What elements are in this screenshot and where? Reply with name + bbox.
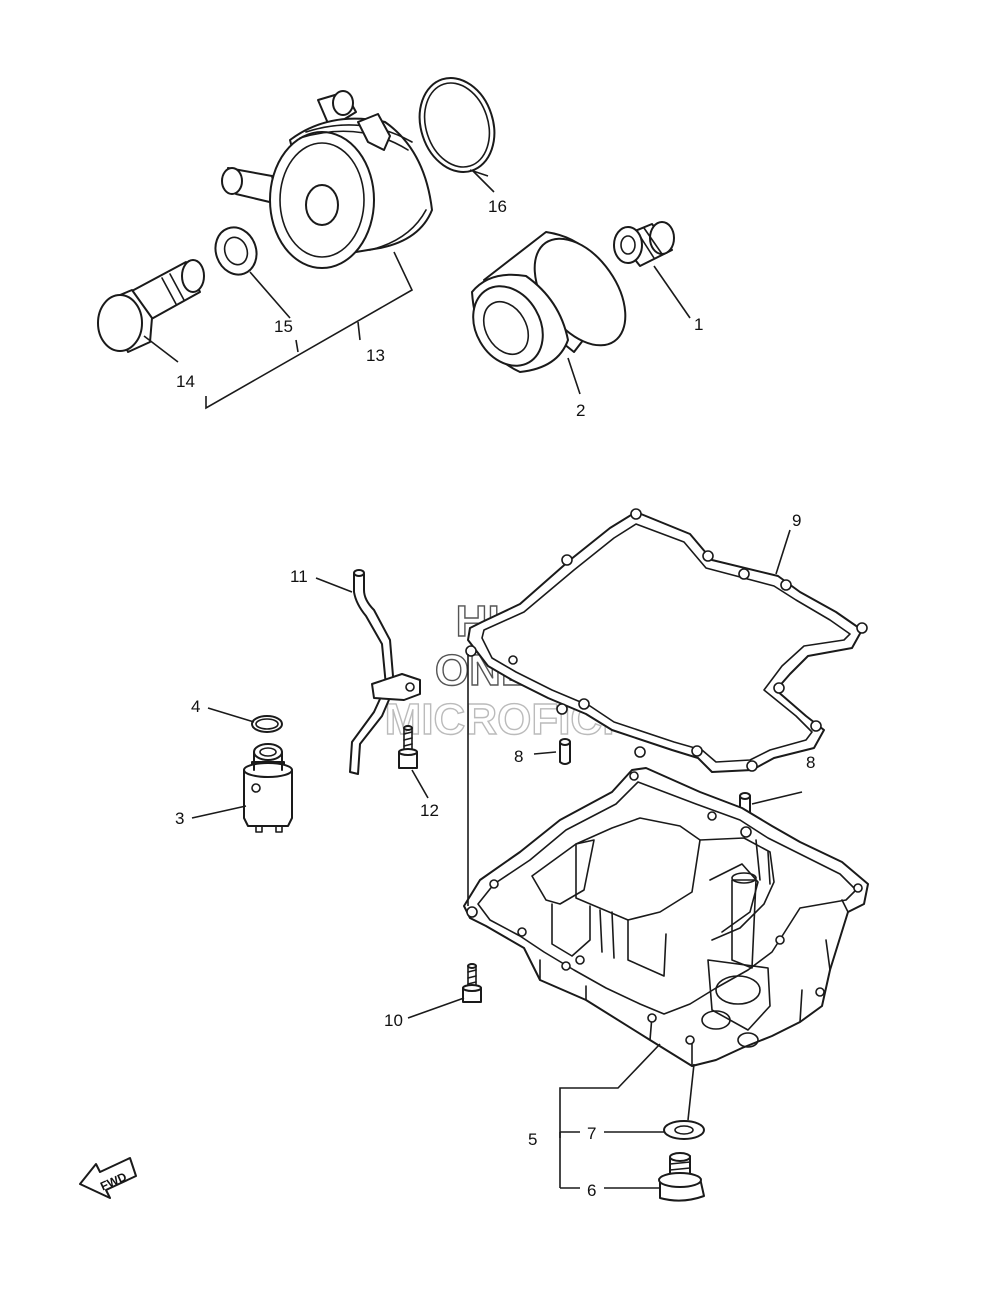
callout-1: 1 xyxy=(694,315,703,334)
leader-lines xyxy=(143,169,803,1189)
union-bolt-1[interactable] xyxy=(613,221,675,267)
callout-12: 12 xyxy=(420,801,439,820)
o-ring-4[interactable] xyxy=(251,715,283,733)
oil-pan xyxy=(463,767,869,1067)
gasket-washer-7[interactable] xyxy=(663,1120,705,1140)
washer-15[interactable] xyxy=(209,222,263,281)
callout-11: 11 xyxy=(290,567,308,586)
callout-13: 13 xyxy=(366,346,385,365)
callout-5: 5 xyxy=(528,1130,537,1149)
callout-16: 16 xyxy=(488,197,507,216)
callout-7: 7 xyxy=(587,1124,596,1143)
callout-6: 6 xyxy=(587,1181,596,1200)
callout-8b: 8 xyxy=(806,753,815,772)
strainer-housing-3[interactable] xyxy=(243,743,293,833)
dowel-pin-8a[interactable] xyxy=(559,738,571,765)
oil-filter-2[interactable] xyxy=(459,222,644,378)
callout-14: 14 xyxy=(176,372,195,391)
bolt-10[interactable] xyxy=(462,963,482,1003)
o-ring-16[interactable] xyxy=(408,68,506,182)
callout-4: 4 xyxy=(191,697,200,716)
callout-8a: 8 xyxy=(514,747,523,766)
oil-pipe-11[interactable] xyxy=(349,569,421,775)
callout-9: 9 xyxy=(792,511,801,530)
bolt-12[interactable] xyxy=(398,725,418,769)
drain-bolt-6[interactable] xyxy=(658,1152,705,1202)
fwd-arrow: FWD xyxy=(79,1157,137,1199)
union-bolt-14[interactable] xyxy=(97,259,205,353)
oil-pan-gasket-9[interactable] xyxy=(465,508,868,773)
callout-labels: 1 2 3 4 5 6 7 8 8 9 10 11 12 13 14 15 16 xyxy=(175,197,815,1200)
callout-2: 2 xyxy=(576,401,585,420)
oil-cooler-13[interactable] xyxy=(221,90,433,269)
callout-3: 3 xyxy=(175,809,184,828)
callout-10: 10 xyxy=(384,1011,403,1030)
callout-15: 15 xyxy=(274,317,293,336)
